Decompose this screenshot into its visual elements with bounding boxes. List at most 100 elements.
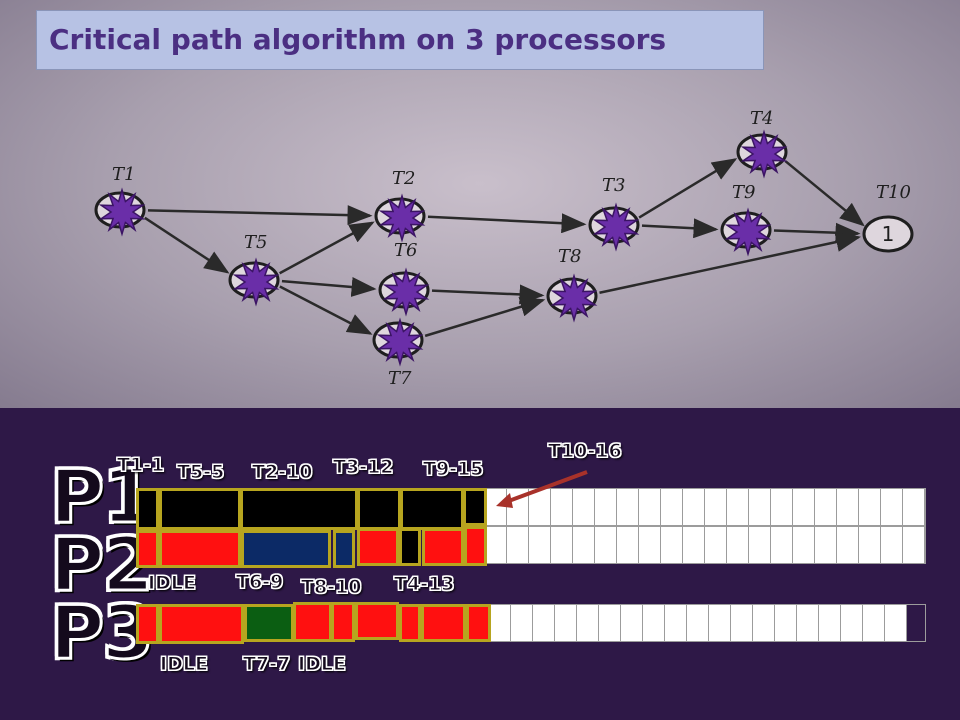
node-t7: T7 — [372, 317, 424, 389]
timeline-cell — [489, 605, 511, 641]
timeline-cell — [529, 489, 551, 525]
p3-block-red-b — [331, 602, 355, 642]
p3-block-1 — [136, 604, 159, 644]
timeline-grid-p3 — [488, 604, 926, 642]
label-t8: T8-10 — [301, 576, 363, 599]
p2-block-red-c — [464, 526, 487, 566]
timeline-cell — [841, 605, 863, 641]
timeline-cell — [727, 527, 749, 563]
timeline-cell — [687, 605, 709, 641]
timeline-cell — [903, 489, 925, 525]
timeline-cell — [815, 489, 837, 525]
edge-t3-t9 — [641, 218, 719, 239]
label-t1: T1-1 — [116, 454, 165, 477]
edge-t7-t8 — [424, 297, 546, 338]
node-t1: T1 — [94, 164, 146, 237]
node-t5: T5 — [228, 232, 280, 307]
p3-block-idle — [159, 604, 244, 644]
node-t4: T4 — [736, 108, 788, 179]
label-t6: T6-9 — [235, 571, 284, 594]
timeline-cell — [837, 527, 859, 563]
star-burst-icon — [724, 207, 772, 257]
label-t7: T7-7 — [242, 653, 291, 676]
timeline-cell — [727, 489, 749, 525]
timeline-cell — [573, 527, 595, 563]
p3-block-red-d — [399, 604, 421, 642]
p3-block-t7 — [244, 604, 294, 642]
timeline-cell — [485, 527, 507, 563]
edge-t5-t6 — [281, 277, 377, 297]
label-t5: T5-5 — [176, 461, 225, 484]
edge-t1-t5 — [144, 216, 230, 274]
title-box: Critical path algorithm on 3 processors — [36, 10, 764, 70]
timeline-cell — [709, 605, 731, 641]
p1-block-t3 — [357, 488, 401, 530]
timeline-cell — [529, 527, 551, 563]
timeline-cell — [507, 527, 529, 563]
star-burst-icon — [550, 273, 598, 323]
timeline-cell — [859, 489, 881, 525]
timeline-cell — [837, 489, 859, 525]
timeline-cell — [731, 605, 753, 641]
p2-block-red-a — [357, 528, 399, 566]
timeline-cell — [533, 605, 555, 641]
timeline-cell — [793, 527, 815, 563]
timeline-cell — [621, 605, 643, 641]
p2-block-red-b — [422, 528, 464, 566]
label-idle-p3a: IDLE — [160, 653, 209, 676]
label-t10: T10-16 — [548, 440, 623, 463]
timeline-cell — [661, 489, 683, 525]
star-burst-icon — [592, 202, 640, 252]
timeline-cell — [617, 527, 639, 563]
edge-t6-t8 — [431, 284, 545, 305]
timeline-cell — [793, 489, 815, 525]
star-burst-icon — [376, 317, 424, 367]
timeline-cell — [683, 527, 705, 563]
node-t3: T3 — [588, 175, 640, 252]
node-label: T10 — [876, 182, 911, 203]
star-burst-icon — [382, 267, 430, 317]
edge-t2-t3 — [427, 213, 587, 234]
p1-block-t5 — [159, 488, 241, 530]
timeline-cell — [577, 605, 599, 641]
p3-block-red-c — [355, 602, 399, 640]
label-t9: T9-15 — [423, 458, 485, 481]
timeline-cell — [819, 605, 841, 641]
timeline-cell — [749, 489, 771, 525]
p3-block-red-f — [466, 604, 491, 642]
p2-block-t6 — [241, 530, 331, 568]
star-burst-icon — [232, 257, 280, 307]
label-t4: T4-13 — [394, 573, 456, 596]
timeline-cell — [511, 605, 533, 641]
node-circle — [862, 215, 914, 253]
timeline-cell — [885, 605, 907, 641]
label-t2: T2-10 — [252, 461, 314, 484]
edge-t8-t10 — [599, 232, 862, 294]
timeline-cell — [639, 527, 661, 563]
star-burst-icon — [740, 129, 788, 179]
node-t2: T2 — [374, 168, 426, 243]
timeline-grid-p2 — [484, 526, 926, 564]
timeline-cell — [749, 527, 771, 563]
timeline-cell — [705, 489, 727, 525]
p2-block-t8 — [333, 530, 355, 568]
timeline-cell — [753, 605, 775, 641]
p1-block-t1 — [136, 488, 159, 530]
edge-t4-t10 — [784, 160, 865, 227]
timeline-cell — [815, 527, 837, 563]
label-t3: T3-12 — [333, 456, 395, 479]
label-idle-p2: IDLE — [148, 572, 197, 595]
p1-block-t10 — [463, 488, 487, 526]
timeline-cell — [881, 489, 903, 525]
timeline-cell — [881, 527, 903, 563]
p3-block-red-a — [293, 602, 332, 642]
timeline-grid-p1 — [484, 488, 926, 526]
p2-block-idle — [159, 530, 241, 568]
timeline-cell — [555, 605, 577, 641]
edge-t5-t7 — [279, 285, 373, 335]
node-t9: T9 — [720, 182, 772, 257]
node-label: T1 — [112, 164, 135, 185]
timeline-cell — [771, 489, 793, 525]
